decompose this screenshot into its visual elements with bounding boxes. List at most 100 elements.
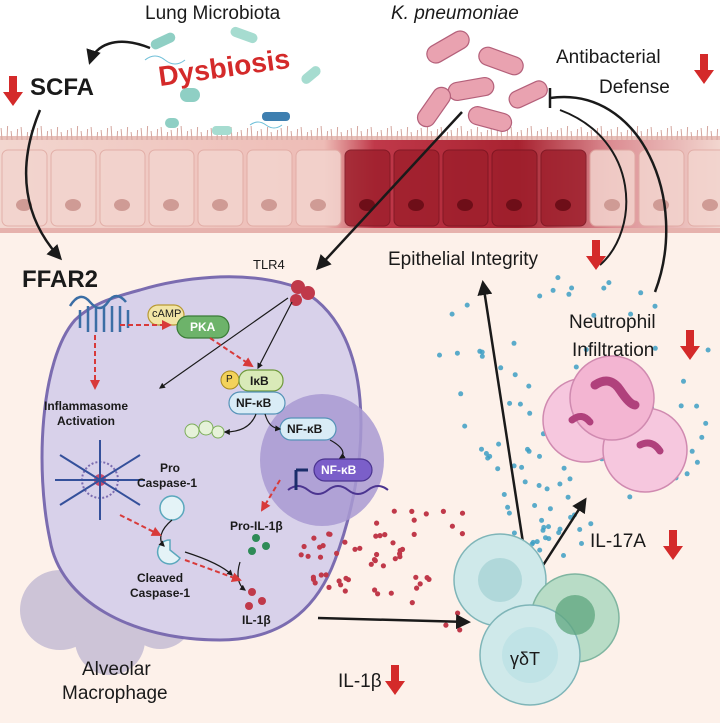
cilium — [236, 131, 239, 141]
cilium — [396, 130, 399, 141]
cell-nucleus — [310, 199, 326, 211]
cilium — [316, 127, 319, 141]
il1b-dot — [411, 531, 417, 538]
il1b-dot — [459, 510, 466, 516]
il17a-dot — [681, 378, 686, 384]
il17a-dot — [541, 524, 547, 530]
lung-microbiota-label: Lung Microbiota — [145, 3, 281, 24]
cilium — [576, 128, 579, 141]
il17a-dot — [684, 471, 690, 477]
cilium — [716, 128, 719, 141]
cilium — [290, 130, 293, 141]
il1b-dot — [357, 545, 363, 551]
il17a-dot — [532, 503, 538, 508]
cilium — [336, 126, 339, 141]
il17a-dot — [699, 434, 705, 440]
il1b-dot — [417, 581, 423, 587]
il17a-dot — [588, 521, 594, 527]
cilium — [450, 129, 453, 141]
il17a-dot — [506, 510, 512, 516]
tlr4-label: TLR4 — [253, 257, 285, 272]
cilium — [520, 129, 523, 141]
cilium — [70, 127, 73, 141]
il17a-dot — [567, 476, 573, 482]
cilium — [430, 130, 433, 141]
il1b-dot — [455, 610, 461, 616]
il1b-dot — [390, 540, 396, 546]
il17a-dot — [511, 463, 517, 469]
cilium — [16, 128, 19, 141]
il17a-dot — [555, 275, 561, 281]
il17a-dot — [527, 410, 533, 416]
il17a-dot — [694, 403, 700, 409]
il17a-dot — [705, 347, 711, 353]
il1b-dot — [318, 572, 324, 578]
cilium — [186, 130, 189, 141]
pro-caspase-label: Caspase-1 — [137, 476, 198, 490]
il17a-dot — [557, 526, 563, 532]
il17a-dot — [539, 517, 545, 523]
defense-label: Defense — [599, 77, 670, 98]
il17a-dot — [534, 539, 540, 545]
cilium — [530, 125, 533, 141]
cilium — [526, 127, 529, 141]
cilium — [106, 127, 109, 141]
il17a-dot — [537, 453, 542, 459]
cilium — [620, 131, 623, 141]
cilium — [656, 131, 659, 141]
cilium — [280, 127, 283, 141]
il17a-dot — [627, 494, 633, 500]
cilium — [26, 131, 29, 141]
il17a-dot — [628, 311, 634, 317]
basement-membrane — [0, 228, 720, 233]
cilium — [76, 125, 79, 141]
cilium — [270, 131, 273, 141]
cilium — [570, 130, 573, 141]
cilium — [646, 128, 649, 141]
cilium — [60, 131, 63, 141]
inflammasome-label: Inflammasome — [44, 399, 129, 413]
cilium — [296, 128, 299, 141]
il17a-dot — [496, 441, 502, 447]
pro-label: Pro — [160, 461, 181, 475]
dna-strand — [287, 485, 389, 495]
cilium — [710, 130, 713, 141]
macrophage-label: Macrophage — [62, 683, 168, 704]
infiltration-label: Infiltration — [572, 340, 655, 361]
cilium — [706, 125, 709, 141]
cilium — [40, 125, 43, 141]
cilium — [20, 126, 23, 141]
cilium — [640, 130, 643, 141]
il1b-dot — [334, 550, 340, 557]
camp-label: cAMP — [152, 308, 182, 320]
il17a-dot — [547, 506, 553, 512]
il1b-dot — [374, 551, 380, 558]
cell-nucleus — [114, 199, 130, 211]
il1b-dot — [457, 627, 463, 633]
il17a-dot — [606, 280, 612, 286]
cilium — [390, 125, 393, 141]
scfa-label: SCFA — [30, 74, 95, 101]
phospho-label: P — [226, 374, 233, 385]
cilium — [490, 127, 493, 141]
cilium — [210, 127, 213, 141]
nfkb-dna-node — [313, 458, 373, 482]
k-pneumoniae-bacteria — [416, 30, 548, 132]
cilium — [680, 128, 683, 141]
gdt-label: γδT — [510, 649, 541, 669]
il17a-dot — [517, 401, 523, 407]
down-arrows — [3, 54, 714, 695]
il17a-dot — [537, 547, 543, 553]
il1b-dot — [326, 584, 332, 591]
cilium — [610, 128, 613, 141]
il17a-dot — [569, 285, 575, 291]
cell-nucleus — [653, 199, 669, 211]
il1b-dot — [388, 590, 394, 596]
cell-nucleus — [408, 199, 424, 211]
il17a-dot — [464, 302, 470, 308]
cilium — [446, 131, 449, 141]
cilium — [510, 126, 513, 141]
cilium — [420, 127, 423, 141]
cilium — [480, 131, 483, 141]
cilium — [650, 126, 653, 141]
